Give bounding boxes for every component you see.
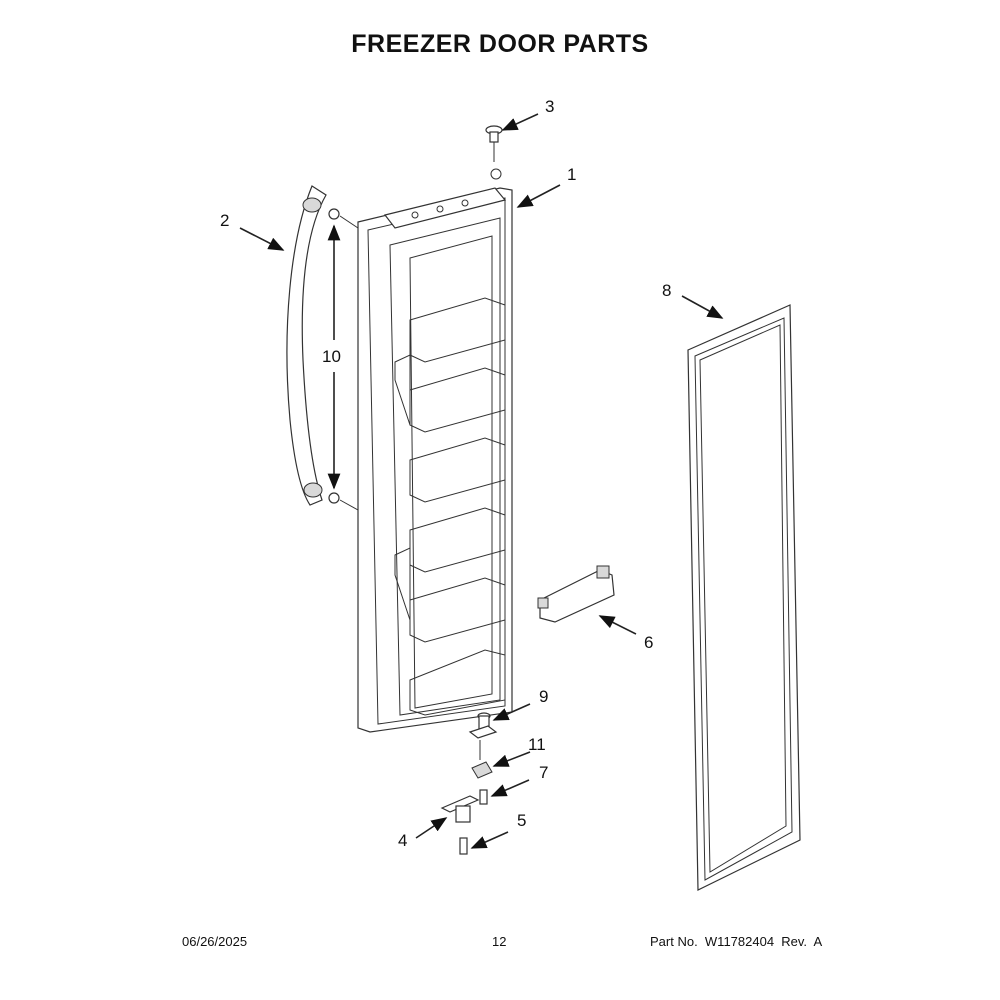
- callout-10: 10: [322, 347, 341, 366]
- callout-9: 9: [539, 687, 548, 706]
- callout-8: 8: [662, 281, 671, 300]
- callout-3: 3: [545, 97, 554, 116]
- top-hinge-pin-part: [485, 125, 503, 180]
- footer-part-number: Part No. W11782404 Rev. A: [650, 934, 823, 949]
- callout-11: 11: [528, 735, 546, 754]
- door-bin-part: [537, 565, 615, 623]
- door-handle-part: [286, 185, 359, 511]
- callout-1: 1: [567, 165, 576, 184]
- door-bins: [394, 297, 506, 716]
- page-title: FREEZER DOOR PARTS: [351, 30, 649, 58]
- callout-5: 5: [517, 811, 526, 830]
- footer-page-number: 12: [492, 934, 507, 949]
- door-gasket-part: [687, 304, 801, 891]
- callout-7: 7: [539, 763, 548, 782]
- callout-6: 6: [644, 633, 653, 652]
- bottom-hinge-parts: [440, 712, 498, 855]
- freezer-door-part: [357, 187, 513, 733]
- callout-arrows: [239, 113, 724, 849]
- callout-4: 4: [398, 831, 407, 850]
- callout-2: 2: [220, 211, 229, 230]
- footer-date: 06/26/2025: [182, 934, 248, 949]
